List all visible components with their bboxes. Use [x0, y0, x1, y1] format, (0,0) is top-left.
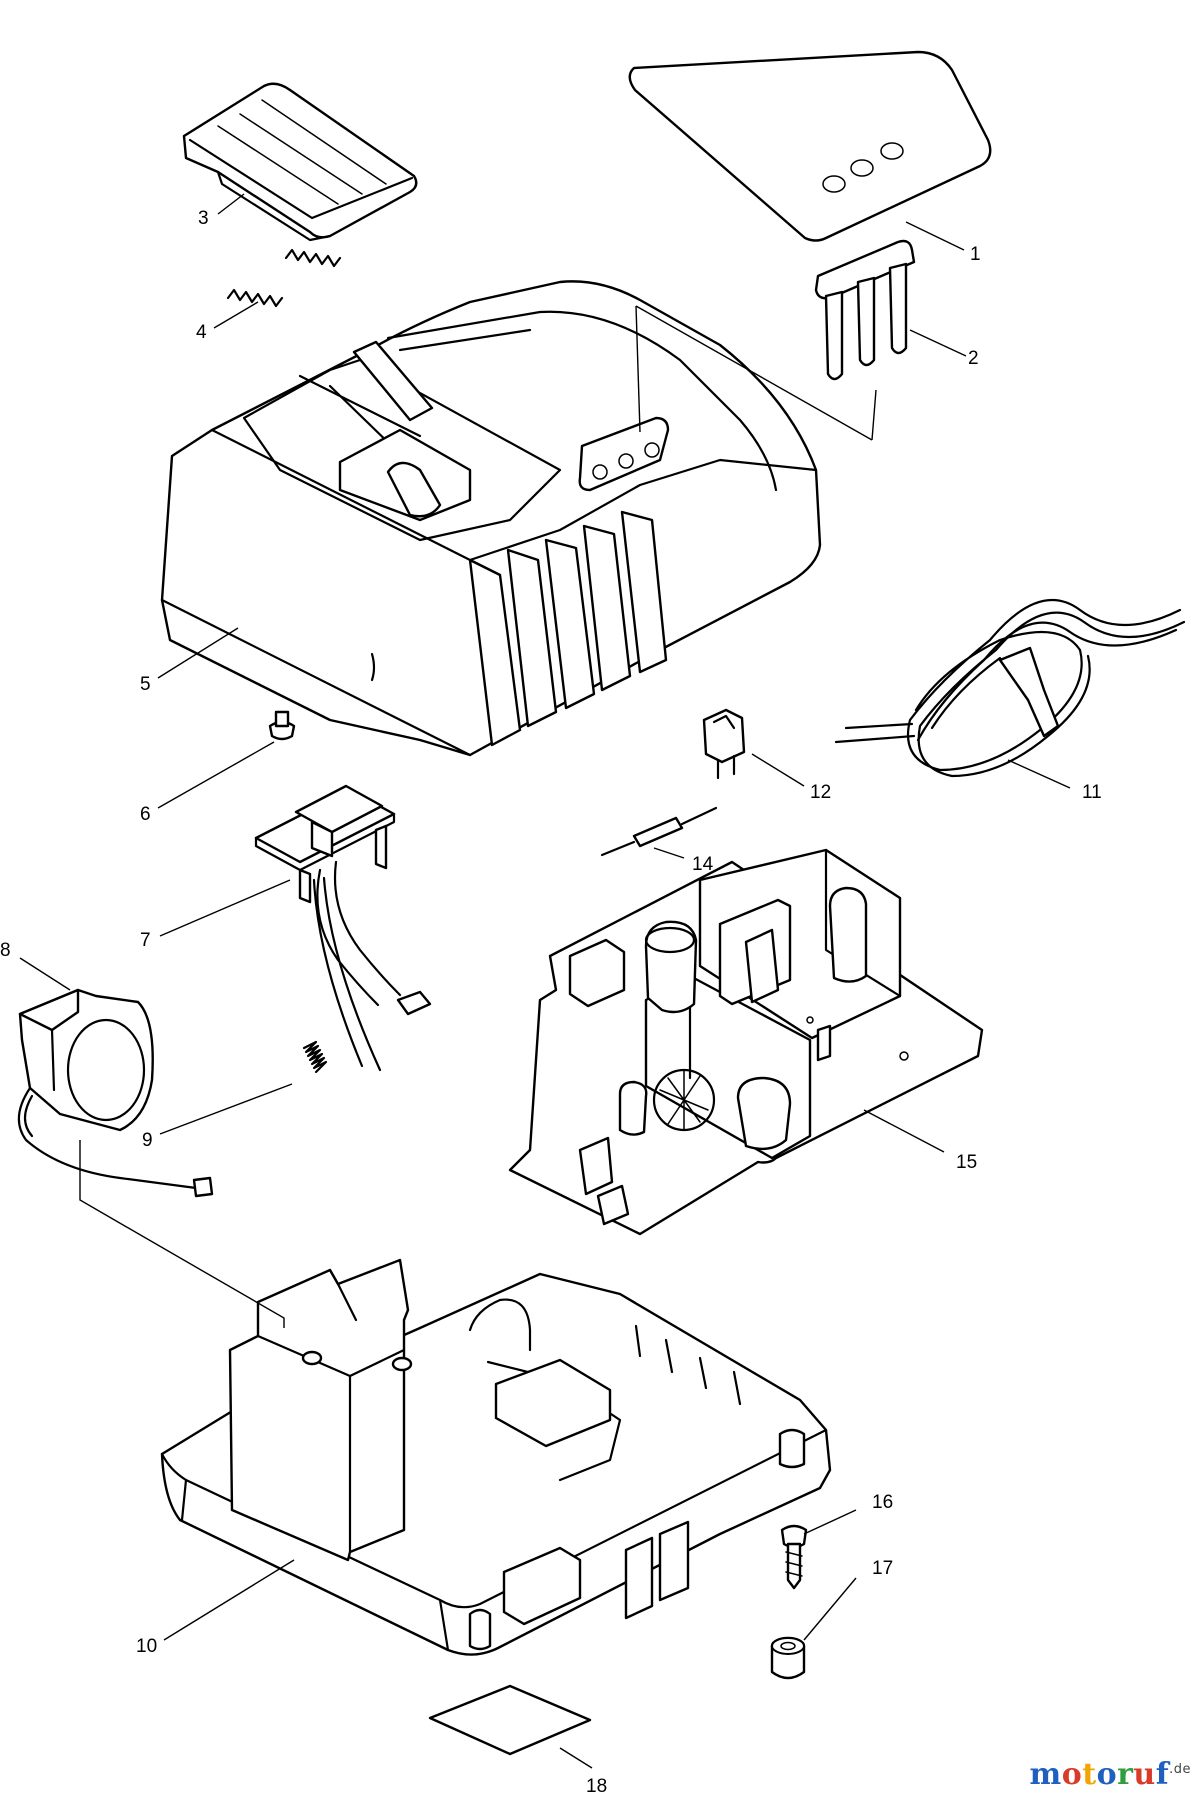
watermark-letter: f [1155, 1757, 1170, 1792]
callout-12: 12 [810, 782, 831, 803]
callout-6: 6 [140, 804, 151, 825]
part-9-spring [302, 1040, 328, 1074]
part-10-base-housing [160, 1258, 832, 1656]
watermark-letter: t [1082, 1757, 1097, 1792]
watermark-tld: .de [1169, 1762, 1191, 1777]
part-16-screw [780, 1524, 808, 1590]
part-11-power-cord [834, 598, 1186, 778]
part-12-component [702, 708, 746, 780]
watermark-letter: o [1061, 1757, 1083, 1792]
callout-16: 16 [872, 1492, 893, 1513]
part-17-foot [770, 1636, 806, 1680]
callout-14: 14 [692, 854, 714, 875]
callout-labels: 1 2 3 4 5 6 7 8 9 10 11 12 14 15 16 17 1… [0, 208, 1102, 1797]
callout-1: 1 [970, 244, 981, 265]
part-3-slide-cover [182, 82, 418, 242]
watermark-letter: m [1029, 1757, 1062, 1792]
callout-11: 11 [1082, 782, 1102, 803]
watermark-letter: r [1117, 1757, 1134, 1792]
callout-4: 4 [196, 322, 207, 343]
watermark-name: motoruf [1029, 1757, 1169, 1792]
watermark-logo: motoruf.de [1029, 1757, 1191, 1792]
callout-10: 10 [136, 1636, 157, 1657]
part-15-pcb [508, 848, 984, 1236]
callout-9: 9 [142, 1130, 153, 1151]
callout-5: 5 [140, 674, 151, 695]
watermark-letter: u [1133, 1757, 1156, 1792]
leader-lines [19, 193, 1071, 1769]
part-8-fan [17, 988, 214, 1198]
part-18-label-plate [428, 1684, 592, 1756]
callout-18: 18 [586, 1776, 607, 1797]
callout-7: 7 [140, 930, 151, 951]
part-2-light-guide [814, 239, 916, 381]
callout-3: 3 [198, 208, 209, 229]
callout-2: 2 [968, 348, 979, 369]
part-6-screw [268, 710, 296, 741]
part-7-switch [254, 784, 432, 1072]
part-14-resistor [600, 806, 718, 857]
callout-17: 17 [872, 1558, 893, 1579]
part-4-springs [226, 248, 342, 308]
part-5-upper-housing [160, 280, 822, 757]
watermark-letter: o [1096, 1757, 1118, 1792]
callout-15: 15 [956, 1152, 977, 1173]
part-1-label-sheet [628, 50, 992, 242]
callout-8: 8 [0, 940, 11, 961]
